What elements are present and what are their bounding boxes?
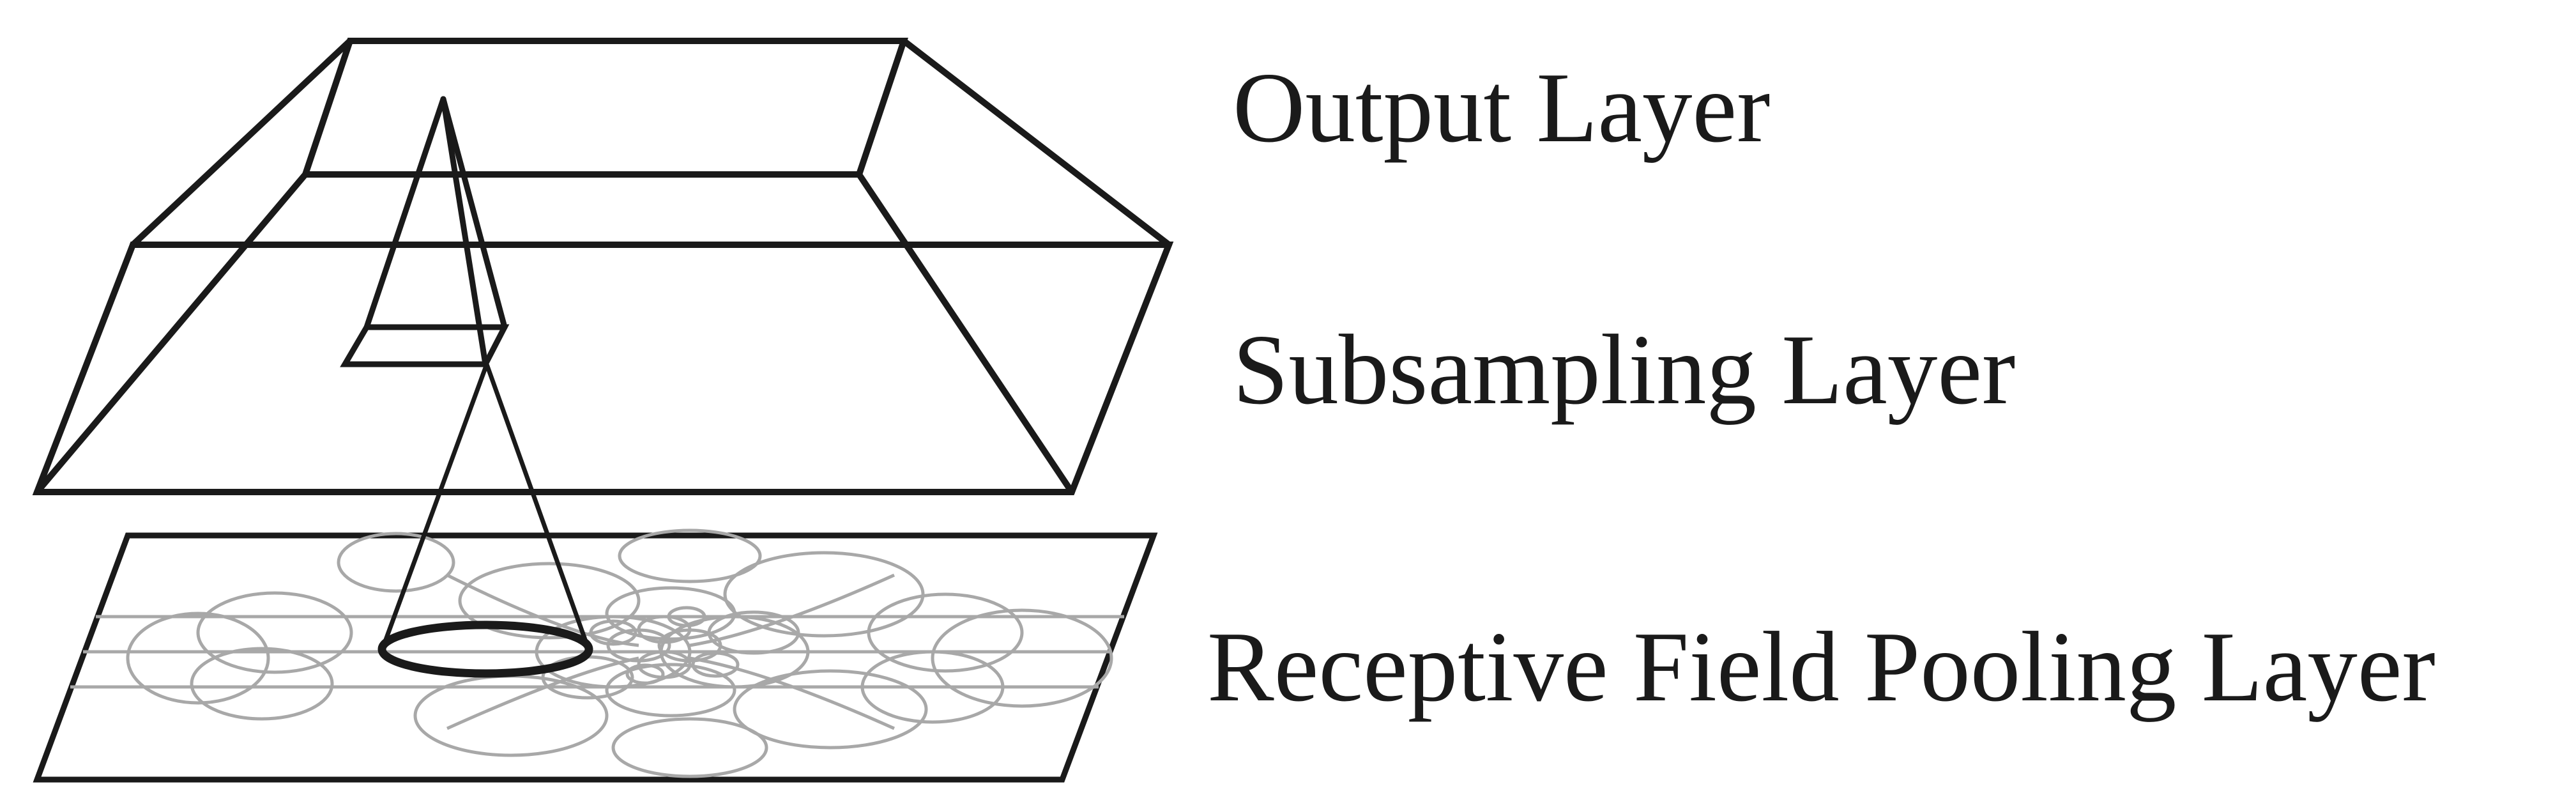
cone-edge: [484, 362, 590, 649]
subsampling-layer-label: Subsampling Layer: [1233, 314, 2016, 425]
pooling-layer-label: Receptive Field Pooling Layer: [1207, 611, 2435, 722]
cone-edge: [381, 362, 489, 649]
receptive-field-circle: [126, 612, 270, 705]
receptive-field-circle: [589, 619, 637, 646]
frustum-edge: [901, 38, 1172, 248]
subsampling-layer-group: [32, 38, 1174, 495]
pyramid-edge: [363, 96, 446, 330]
receptive-field-arc: [446, 573, 639, 647]
receptive-field-circle: [458, 562, 641, 640]
frustum-edge: [856, 171, 1075, 495]
receptive-field-circle: [611, 717, 768, 778]
receptive-field-circle: [190, 647, 334, 721]
receptive-field-circle: [605, 663, 736, 718]
subsampling-layer-plane: [32, 242, 1174, 495]
receptive-field-circle: [867, 592, 1024, 673]
pooling-layer-group: [33, 528, 1158, 783]
output-pyramid: [340, 96, 510, 367]
pyramid-edge: [440, 96, 489, 367]
receptive-field-circle: [667, 606, 706, 627]
frustum-edge: [130, 38, 353, 248]
receptive-field-circle: [337, 532, 455, 593]
highlighted-receptive-field: [377, 620, 593, 678]
output-layer-plane: [301, 38, 908, 178]
receptive-field-arc: [446, 656, 639, 730]
pyramid-edge: [440, 96, 508, 330]
receptive-field-circle: [196, 591, 353, 674]
receptive-field-circle: [625, 663, 665, 685]
receptive-field-circle: [637, 615, 692, 644]
receptive-field-arc: [689, 573, 896, 647]
receptive-field-circle: [691, 651, 740, 678]
receptive-field-arc: [689, 656, 896, 730]
receptive-field-circle: [931, 608, 1113, 708]
output-layer-label: Output Layer: [1233, 52, 1771, 163]
receptive-field-circles: [70, 528, 1124, 778]
receptive-cone: [381, 362, 590, 649]
receptive-field-circle: [618, 528, 762, 583]
receptive-field-circle: [733, 669, 928, 750]
receptive-field-circle: [535, 615, 692, 689]
frustum-edge: [34, 171, 309, 495]
